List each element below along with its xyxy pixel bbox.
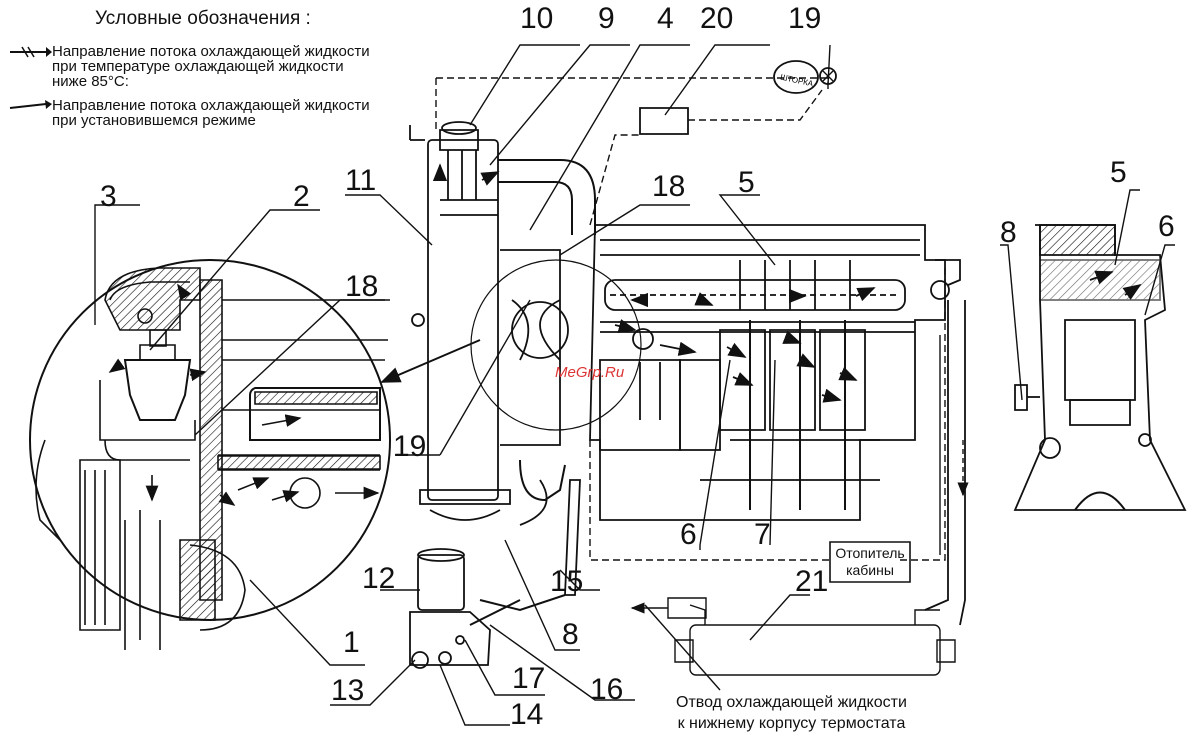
callout-number: 15 <box>550 565 584 598</box>
crossed-arrow-icon <box>8 46 52 58</box>
legend-title: Условные обозначения : <box>95 8 311 29</box>
callout-number: 6 <box>1158 210 1175 243</box>
plain-arrow-icon <box>8 100 52 109</box>
callout-number: 8 <box>1000 216 1017 249</box>
radiator-assembly <box>410 122 641 610</box>
watermark: MeGrp.Ru <box>555 364 625 381</box>
callout-number: 2 <box>293 180 310 213</box>
callout-number: 18 <box>345 270 379 303</box>
callout-number: 3 <box>100 180 117 213</box>
heater-circuit <box>436 61 969 675</box>
shutter-label-text: ШТОРКА <box>779 73 814 89</box>
magnified-detail-circle <box>30 260 480 650</box>
callout-number: 7 <box>754 518 771 551</box>
callout-number: 11 <box>345 164 377 197</box>
callout-number: 21 <box>795 565 829 598</box>
callout-number: 14 <box>510 698 544 731</box>
legend-text-steady: Направление потока охлаждающей жидкости … <box>52 97 370 129</box>
legend-text-warmup: Направление потока охлаждающей жидкости … <box>52 43 370 90</box>
heater-box-label: Отопитель кабины <box>835 545 905 578</box>
shutter-knob-label: ШТОРКА <box>779 73 814 89</box>
callout-number: 1 <box>343 626 360 659</box>
engine-block <box>590 225 960 520</box>
callout-number: 19 <box>788 2 822 35</box>
pump-assembly <box>410 549 520 668</box>
callout-number: 12 <box>362 562 396 595</box>
callout-number: 19 <box>393 430 427 463</box>
callout-number: 6 <box>680 518 697 551</box>
leader-lines <box>95 45 1175 725</box>
callout-number: 4 <box>657 2 674 35</box>
callout-number: 10 <box>520 2 554 35</box>
cross-section-view <box>1015 225 1185 510</box>
callout-number: 16 <box>590 673 624 706</box>
callout-number: 8 <box>562 618 579 651</box>
return-note: Отвод охлаждающей жидкости к нижнему кор… <box>676 694 907 732</box>
callout-number: 9 <box>598 2 615 35</box>
callout-number: 20 <box>700 2 734 35</box>
callout-number: 13 <box>331 674 365 707</box>
callout-number: 18 <box>652 170 686 203</box>
callout-number: 17 <box>512 662 546 695</box>
callout-number: 5 <box>738 166 755 199</box>
callout-number: 5 <box>1110 156 1127 189</box>
